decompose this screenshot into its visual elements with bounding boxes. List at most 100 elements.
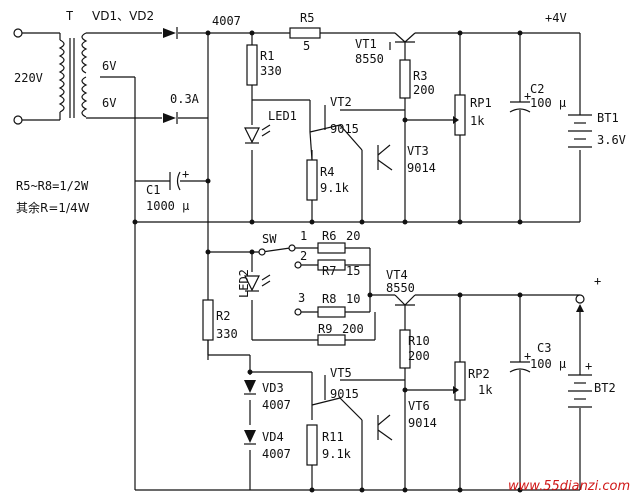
label-c3-val: 100 μ [530, 357, 566, 371]
label-vt1-type: 8550 [355, 52, 384, 66]
label-r4-val: 9.1k [320, 181, 350, 195]
label-vd3: VD3 [262, 381, 284, 395]
label-c2-val: 100 μ [530, 96, 566, 110]
resistor-r1 [246, 44, 258, 86]
watermark: www.55dianzi.com [508, 479, 630, 494]
resistor-r3 [399, 59, 411, 99]
label-pos2: 2 [300, 249, 307, 263]
label-r3-val: 200 [413, 83, 435, 97]
resistor-r5 [289, 27, 321, 39]
label-r10: R10 [408, 334, 430, 348]
diode-vd1 [163, 27, 178, 39]
resistor-r7 [317, 259, 346, 271]
label-pos3: 3 [298, 291, 305, 305]
capacitor-c3 [509, 361, 531, 373]
potentiometer-rp2 [454, 361, 466, 401]
label-r9: R9 [318, 322, 332, 336]
label-current: 0.3A [170, 92, 200, 106]
label-c1-plus: + [182, 167, 189, 181]
label-led2: LED2 [237, 269, 251, 298]
label-transformer: T [66, 9, 73, 23]
label-r3: R3 [413, 69, 427, 83]
label-vd12-type: 4007 [212, 14, 241, 28]
capacitor-c1 [169, 171, 181, 191]
label-rp1: RP1 [470, 96, 492, 110]
junction-dots [132, 30, 523, 493]
label-r7: R7 [322, 264, 336, 278]
label-led1: LED1 [268, 109, 297, 123]
label-c1: C1 [146, 183, 160, 197]
label-r2: R2 [216, 309, 230, 323]
label-out2-plus: + [594, 274, 601, 288]
label-mains: 220V [14, 71, 43, 85]
label-r10-val: 200 [408, 349, 430, 363]
resistor-r9 [317, 334, 346, 346]
label-vt4-type: 8550 [386, 281, 415, 295]
label-tap1: 6V [102, 59, 116, 73]
diode-vd4 [244, 430, 256, 445]
label-bt2-plus: + [585, 359, 592, 373]
diode-vd2 [163, 112, 178, 124]
label-r1-val: 330 [260, 64, 282, 78]
label-vd4-type: 4007 [262, 447, 291, 461]
label-tap2: 6V [102, 96, 116, 110]
label-c3: C3 [537, 341, 551, 355]
label-vt2-type: 9015 [330, 122, 359, 136]
label-vt3: VT3 [407, 144, 429, 158]
label-rp1-val: 1k [470, 114, 485, 128]
label-c3-plus: + [524, 349, 531, 363]
label-r7-val: 15 [346, 264, 360, 278]
label-bt1-val: 3.6V [597, 133, 626, 147]
label-r11-val: 9.1k [322, 447, 352, 461]
label-bt2: BT2 [594, 381, 616, 395]
resistor-r6 [317, 242, 346, 254]
label-r1: R1 [260, 49, 274, 63]
switch-sw [258, 244, 302, 316]
label-r6-val: 20 [346, 229, 360, 243]
label-c2: C2 [530, 82, 544, 96]
label-vd4: VD4 [262, 430, 284, 444]
led2-symbol [244, 274, 271, 292]
label-r8-val: 10 [346, 292, 360, 306]
label-vt1: VT1 [355, 37, 377, 51]
diode-vd3 [244, 380, 256, 395]
led1-symbol [244, 124, 271, 144]
resistor-r11 [306, 424, 318, 466]
label-vd12: VD1、VD2 [92, 9, 154, 23]
label-r2-val: 330 [216, 327, 238, 341]
resistor-r2 [202, 299, 214, 341]
note-other-r: 其余R=1/4W [16, 200, 90, 215]
label-vt6: VT6 [408, 399, 430, 413]
input-terminal-2 [13, 115, 23, 125]
label-vout1: +4V [545, 11, 567, 25]
output-arrow [576, 304, 584, 312]
label-vt3-type: 9014 [407, 161, 436, 175]
label-rp2-val: 1k [478, 383, 493, 397]
resistor-r10 [399, 329, 411, 369]
resistor-r8 [317, 306, 346, 318]
label-pos1: 1 [300, 229, 307, 243]
label-c2-plus: + [524, 89, 531, 103]
label-r9-val: 200 [342, 322, 364, 336]
transformer-symbol [58, 32, 88, 118]
input-terminal-1 [13, 28, 23, 38]
label-c1-val: 1000 μ [146, 199, 189, 213]
label-bt1: BT1 [597, 111, 619, 125]
note-r5-r8: R5~R8=1/2W [16, 179, 89, 193]
label-vt2: VT2 [330, 95, 352, 109]
label-r8: R8 [322, 292, 336, 306]
label-r5: R5 [300, 11, 314, 25]
potentiometer-rp1 [454, 94, 466, 136]
label-vt5-type: 9015 [330, 387, 359, 401]
label-rp2: RP2 [468, 367, 490, 381]
label-vt4: VT4 [386, 268, 408, 282]
label-vt5: VT5 [330, 366, 352, 380]
wires [22, 32, 581, 491]
label-vt6-type: 9014 [408, 416, 437, 430]
label-r6: R6 [322, 229, 336, 243]
label-r5-val: 5 [303, 39, 310, 53]
label-vd3-type: 4007 [262, 398, 291, 412]
label-r4: R4 [320, 165, 334, 179]
label-sw: SW [262, 232, 277, 246]
battery-bt1 [568, 114, 592, 148]
